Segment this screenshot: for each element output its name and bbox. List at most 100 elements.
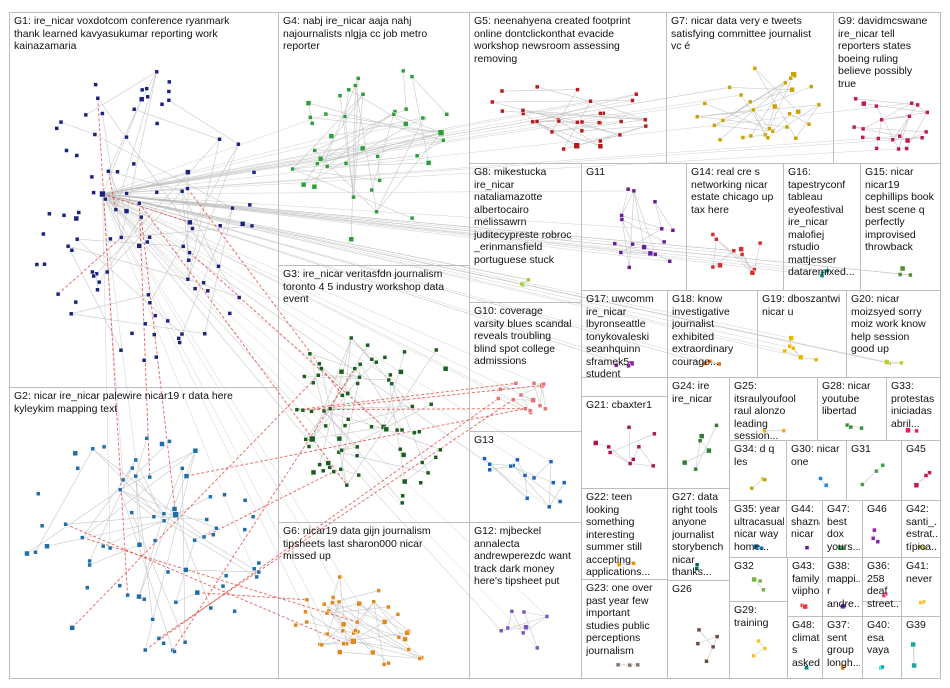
node-g4[interactable] <box>337 93 343 98</box>
node-g11[interactable] <box>619 217 625 222</box>
node-g17[interactable] <box>628 360 635 367</box>
node-g4[interactable] <box>309 121 315 126</box>
node-g18[interactable] <box>717 361 722 367</box>
node-g3[interactable] <box>398 446 403 452</box>
node-g12[interactable] <box>544 614 550 619</box>
node-g1[interactable] <box>187 250 192 255</box>
node-g34[interactable] <box>749 485 755 491</box>
group-panel-g36[interactable]: G36: 258 deaf street... <box>862 557 902 610</box>
node-g1[interactable] <box>95 96 101 101</box>
node-g2[interactable] <box>151 514 157 519</box>
node-g2[interactable] <box>33 549 38 555</box>
node-g6[interactable] <box>324 610 330 616</box>
node-g2[interactable] <box>44 543 50 549</box>
node-g2[interactable] <box>72 450 79 457</box>
node-g2[interactable] <box>208 494 213 500</box>
node-g6[interactable] <box>406 647 411 652</box>
node-g3[interactable] <box>300 407 306 413</box>
node-g31[interactable] <box>860 482 865 487</box>
node-g11[interactable] <box>670 228 676 233</box>
node-g7[interactable] <box>695 114 700 119</box>
node-g4[interactable] <box>441 138 446 143</box>
group-panel-g39[interactable]: G39 <box>901 616 941 679</box>
node-g12[interactable] <box>520 630 526 636</box>
node-g28[interactable] <box>859 425 864 431</box>
node-g1[interactable] <box>167 79 172 85</box>
group-panel-g48[interactable]: G48: climate s asked... <box>787 616 823 679</box>
node-g2[interactable] <box>117 487 123 493</box>
node-g1[interactable] <box>129 331 135 336</box>
node-g1[interactable] <box>230 205 235 211</box>
node-g1[interactable] <box>180 244 186 249</box>
node-g1[interactable] <box>92 132 98 137</box>
node-g44[interactable] <box>804 545 810 550</box>
node-g2[interactable] <box>100 543 106 549</box>
node-g2[interactable] <box>159 441 165 447</box>
node-g13[interactable] <box>561 480 567 485</box>
node-g2[interactable] <box>242 527 248 532</box>
node-g1[interactable] <box>47 211 52 217</box>
node-g5[interactable] <box>534 119 540 124</box>
node-g4[interactable] <box>414 153 420 158</box>
node-g4[interactable] <box>315 161 320 166</box>
node-g2[interactable] <box>161 518 167 524</box>
node-g21[interactable] <box>593 440 599 446</box>
node-g19[interactable] <box>788 335 794 341</box>
group-panel-g28[interactable]: G28: nicar youtube libertad <box>817 377 887 441</box>
node-g5[interactable] <box>520 108 526 113</box>
node-g3[interactable] <box>306 444 312 449</box>
node-g3[interactable] <box>327 406 333 412</box>
node-g2[interactable] <box>201 534 207 540</box>
group-panel-g42[interactable]: G42: santi_... estrat... típica... <box>901 500 941 558</box>
node-g9[interactable] <box>851 124 857 130</box>
node-g5[interactable] <box>617 132 623 138</box>
node-g3[interactable] <box>345 417 351 422</box>
node-g20[interactable] <box>899 360 904 366</box>
node-g7[interactable] <box>752 66 758 71</box>
node-g1[interactable] <box>96 279 102 285</box>
node-g1[interactable] <box>106 169 111 174</box>
node-g4[interactable] <box>351 194 356 200</box>
node-g1[interactable] <box>145 239 150 245</box>
node-g10[interactable] <box>498 387 503 392</box>
node-g2[interactable] <box>152 538 158 543</box>
node-g3[interactable] <box>399 427 405 433</box>
node-g1[interactable] <box>142 321 148 327</box>
node-g2[interactable] <box>87 562 92 568</box>
node-g14[interactable] <box>749 269 756 276</box>
node-g10[interactable] <box>531 381 537 386</box>
node-g3[interactable] <box>339 447 344 453</box>
node-g3[interactable] <box>310 469 317 476</box>
node-g1[interactable] <box>154 189 160 195</box>
node-g19[interactable] <box>791 345 796 351</box>
node-g7[interactable] <box>793 135 799 141</box>
node-g24[interactable] <box>693 466 698 472</box>
group-panel-g45[interactable]: G45 <box>901 440 941 501</box>
node-g2[interactable] <box>171 506 178 512</box>
node-g4[interactable] <box>403 106 409 112</box>
group-panel-g2[interactable]: G2: nicar ire_nicar palewire nicar19 r d… <box>9 387 279 679</box>
node-g9[interactable] <box>879 117 884 122</box>
node-g12[interactable] <box>535 645 540 651</box>
group-panel-g33[interactable]: G33: protestas iniciadas abril... <box>886 377 941 441</box>
node-g3[interactable] <box>386 377 392 383</box>
node-g1[interactable] <box>91 273 96 279</box>
group-panel-g46[interactable]: G46 <box>862 500 902 558</box>
node-g2[interactable] <box>125 592 130 598</box>
group-panel-g35[interactable]: G35: year ultracasualsh nicar way home..… <box>729 500 787 558</box>
node-g4[interactable] <box>359 145 366 152</box>
node-g3[interactable] <box>383 426 390 433</box>
node-g4[interactable] <box>400 68 406 74</box>
node-g2[interactable] <box>24 550 30 557</box>
node-g7[interactable] <box>795 108 801 115</box>
node-g3[interactable] <box>338 368 345 375</box>
node-g1[interactable] <box>190 226 195 231</box>
node-g1[interactable] <box>251 170 257 175</box>
node-g9[interactable] <box>923 129 929 135</box>
node-g5[interactable] <box>500 108 505 114</box>
node-g1[interactable] <box>154 354 159 360</box>
node-g10[interactable] <box>541 381 546 387</box>
node-g11[interactable] <box>667 259 672 264</box>
node-g5[interactable] <box>530 119 535 125</box>
node-g9[interactable] <box>897 133 902 139</box>
